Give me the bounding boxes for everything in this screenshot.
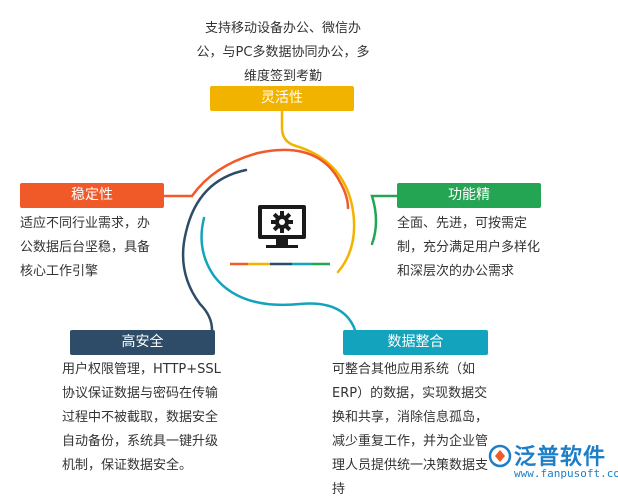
connector-integration	[200, 216, 357, 332]
integration-line-4: 减少重复工作，并为企业管	[332, 434, 489, 449]
logo-name: 泛普软件	[514, 445, 607, 470]
connector-security	[181, 168, 248, 332]
integration-label: 数据整合	[343, 330, 488, 355]
integration-line-2: ERP）的数据，实现数据交	[332, 386, 488, 401]
diagram-canvas: 支持移动设备办公、微信办 公，与PC多数据协同办公，多 维度签到考勤 灵活性 稳…	[20, 17, 618, 497]
computer-gear-icon	[258, 205, 306, 248]
stability-line-3: 核心工作引擎	[20, 264, 99, 279]
logo-url: www.fanpusoft.com	[514, 467, 618, 480]
flexibility-line-3: 维度签到考勤	[243, 69, 322, 84]
security-label: 高安全	[70, 330, 215, 355]
security-line-2: 协议保证数据与密码在传输	[62, 386, 219, 401]
integration-line-6: 持	[332, 482, 346, 497]
stability-description: 适应不同行业需求，办 公数据后台坚稳，具备 核心工作引擎	[20, 212, 150, 284]
functionality-description: 全面、先进，可按需定 制，充分满足用户多样化 和深层次的办公需求	[397, 212, 540, 284]
stability-label: 稳定性	[20, 183, 164, 208]
security-line-3: 过程中不被截取，数据安全	[62, 410, 219, 425]
fanpu-logo: 泛普软件 www.fanpusoft.com	[488, 442, 618, 484]
functionality-line-3: 和深层次的办公需求	[397, 264, 515, 279]
fanpu-logo-icon	[488, 444, 512, 468]
diagram-graphic	[163, 109, 399, 332]
functionality-line-2: 制，充分满足用户多样化	[397, 240, 541, 255]
functionality-label: 功能精	[397, 183, 541, 208]
stability-line-2: 公数据后台坚稳，具备	[20, 240, 151, 255]
integration-line-5: 理人员提供统一决策数据支	[332, 458, 489, 473]
security-line-1: 用户权限管理，HTTP+SSL	[62, 362, 221, 377]
flexibility-description: 支持移动设备办公、微信办 公，与PC多数据协同办公，多 维度签到考勤	[183, 17, 383, 89]
stability-line-1: 适应不同行业需求，办	[20, 216, 151, 231]
functionality-line-1: 全面、先进，可按需定	[397, 216, 528, 231]
connector-lines	[163, 109, 399, 332]
integration-line-1: 可整合其他应用系统（如	[332, 362, 476, 377]
security-line-5: 机制，保证数据安全。	[62, 458, 193, 473]
integration-line-3: 换和共享，消除信息孤岛，	[332, 410, 489, 425]
connector-stability	[163, 148, 350, 210]
connector-flexibility	[280, 109, 356, 274]
flexibility-label: 灵活性	[210, 86, 354, 111]
security-description: 用户权限管理，HTTP+SSL 协议保证数据与密码在传输 过程中不被截取，数据安…	[62, 358, 221, 478]
security-line-4: 自动备份，系统具一键升级	[62, 434, 219, 449]
integration-description: 可整合其他应用系统（如 ERP）的数据，实现数据交 换和共享，消除信息孤岛， 减…	[332, 358, 488, 502]
flexibility-line-2: 公，与PC多数据协同办公，多	[196, 45, 370, 60]
connector-functionality	[370, 194, 399, 246]
flexibility-line-1: 支持移动设备办公、微信办	[204, 21, 361, 36]
